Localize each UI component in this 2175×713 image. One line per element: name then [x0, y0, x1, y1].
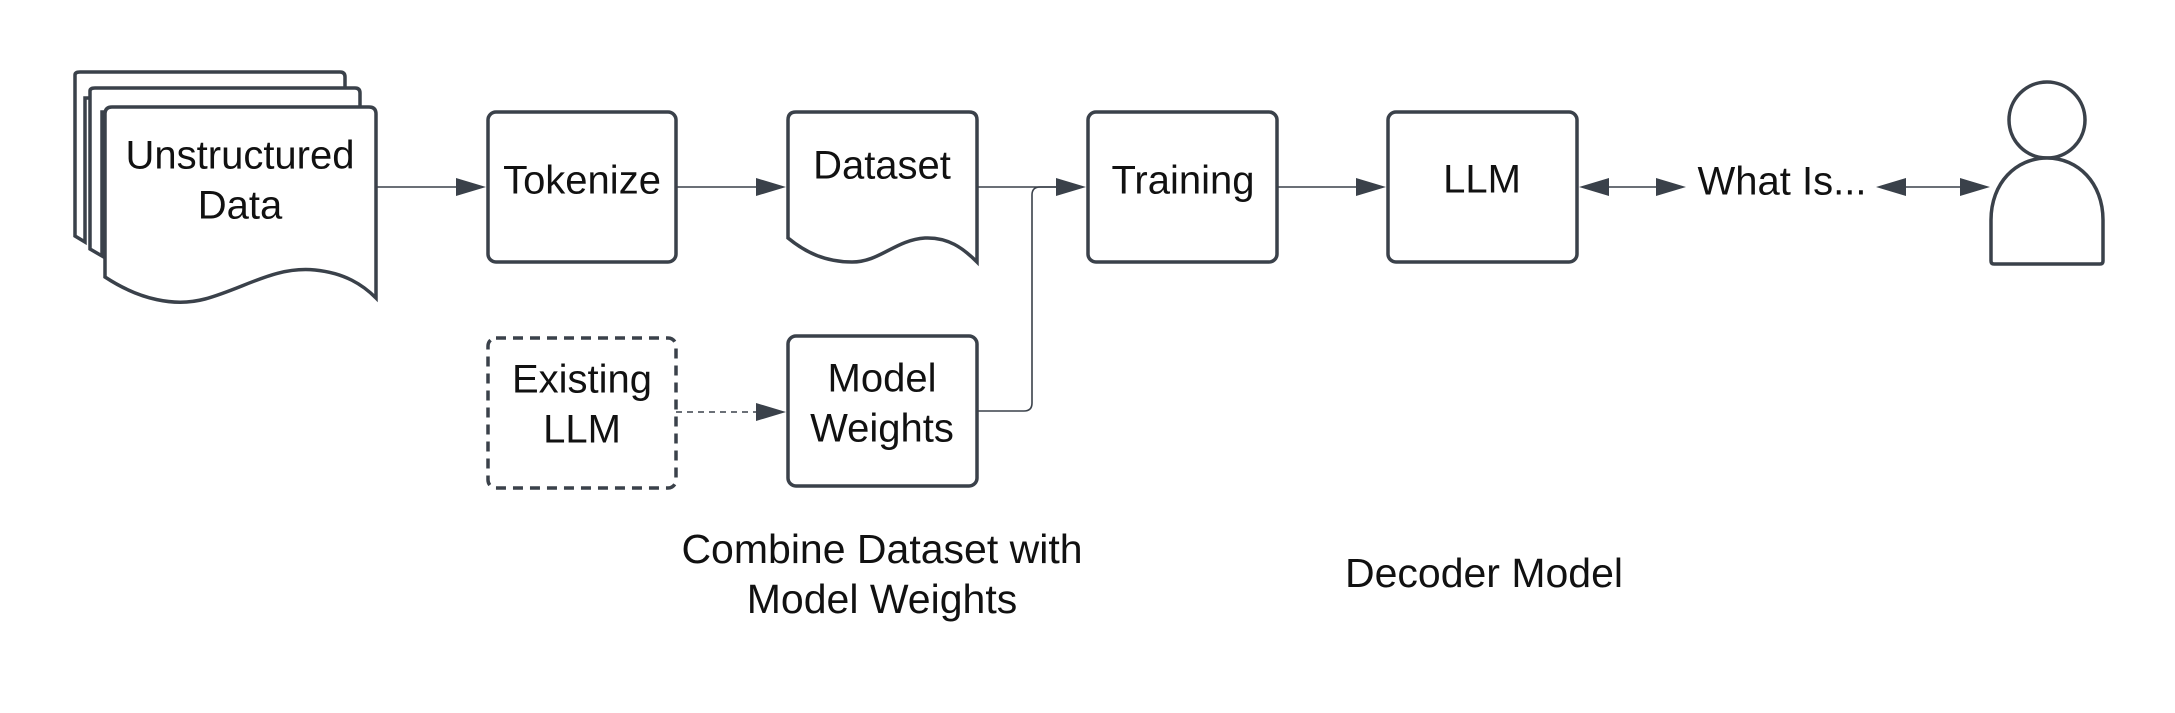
arrowhead-llm — [1356, 178, 1386, 196]
unstructured-data-label-line1: Unstructured — [126, 134, 355, 178]
arrowhead-llm-back — [1579, 178, 1609, 196]
llm-box — [1386, 110, 1579, 264]
dataset-document-shape — [786, 110, 979, 267]
arrowhead-training — [1056, 178, 1086, 196]
model-weights-node: Model Weights — [786, 334, 979, 488]
tokenize-label: Tokenize — [503, 159, 661, 203]
arrowhead-model-weights — [756, 403, 786, 421]
arrowhead-tokenize — [456, 178, 486, 196]
existing-llm-label-line2: LLM — [543, 408, 621, 452]
existing-llm-box — [486, 336, 678, 490]
unstructured-data-node: Unstructured Data — [73, 70, 378, 304]
arrowhead-query-out — [1876, 178, 1906, 196]
arrowhead-user — [1960, 178, 1990, 196]
unstructured-data-label-line2: Data — [198, 184, 283, 228]
dataset-node: Dataset — [786, 110, 979, 267]
llm-node: LLM — [1386, 110, 1579, 264]
arrowhead-query-in — [1656, 178, 1686, 196]
dataset-label: Dataset — [813, 144, 951, 188]
arrowhead-dataset — [756, 178, 786, 196]
tokenize-node: Tokenize — [486, 110, 678, 264]
user-icon-body — [1989, 156, 2105, 266]
caption-combine-line1: Combine Dataset with — [681, 526, 1082, 572]
existing-llm-node: Existing LLM — [486, 336, 678, 490]
llm-label: LLM — [1443, 158, 1521, 202]
user-icon — [1989, 80, 2105, 266]
model-weights-label-line1: Model — [828, 357, 937, 401]
caption-decoder: Decoder Model — [1345, 550, 1623, 596]
caption-combine: Combine Dataset with Model Weights — [681, 526, 1082, 622]
edge-weights-to-training — [977, 186, 1060, 412]
existing-llm-label-line1: Existing — [512, 358, 652, 402]
document-stack-front — [103, 105, 378, 304]
user-icon-head — [2007, 80, 2087, 160]
connectors — [376, 178, 1990, 421]
model-weights-label-line2: Weights — [810, 407, 954, 451]
training-node: Training — [1086, 110, 1279, 264]
caption-combine-line2: Model Weights — [747, 576, 1017, 622]
training-label: Training — [1111, 159, 1254, 203]
query-label: What Is... — [1698, 160, 1867, 204]
